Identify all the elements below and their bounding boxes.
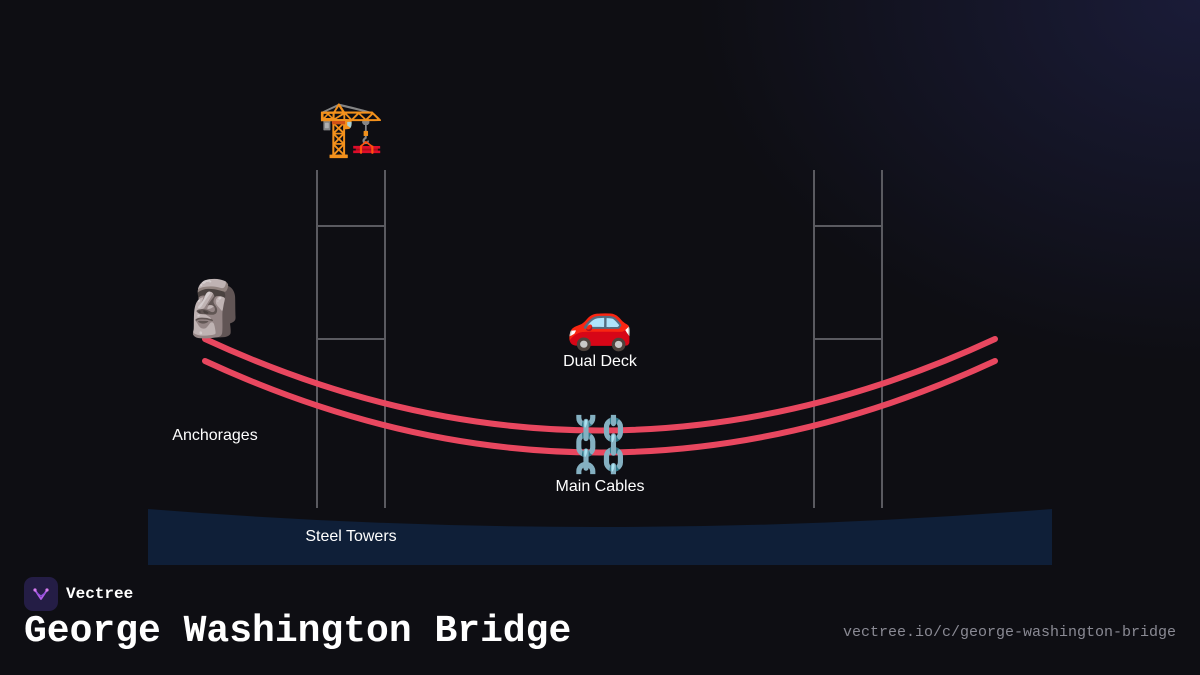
brand-name: Vectree — [66, 585, 134, 603]
page-title: George Washington Bridge — [24, 610, 572, 653]
construction-crane-icon: 🏗️ — [317, 97, 385, 160]
steel-towers-label: Steel Towers — [305, 528, 397, 545]
river-water — [148, 509, 1052, 565]
brand[interactable]: Vectree — [24, 577, 133, 611]
main-cable-lower — [202, 358, 998, 456]
moai-icon: 🗿 — [181, 277, 249, 340]
anchorages-label: Anchorages — [172, 427, 258, 444]
vectree-logo-icon — [24, 577, 58, 611]
source-url[interactable]: vectree.io/c/george-washington-bridge — [842, 624, 1176, 641]
main-cable-upper — [202, 336, 998, 434]
right-tower — [813, 170, 883, 508]
left-tower — [316, 170, 386, 508]
main-cables-label: Main Cables — [555, 478, 645, 495]
dual-deck-label: Dual Deck — [563, 353, 637, 370]
car-icon: 🚗 — [566, 290, 634, 353]
chain-icon: ⛓️ — [566, 413, 634, 476]
